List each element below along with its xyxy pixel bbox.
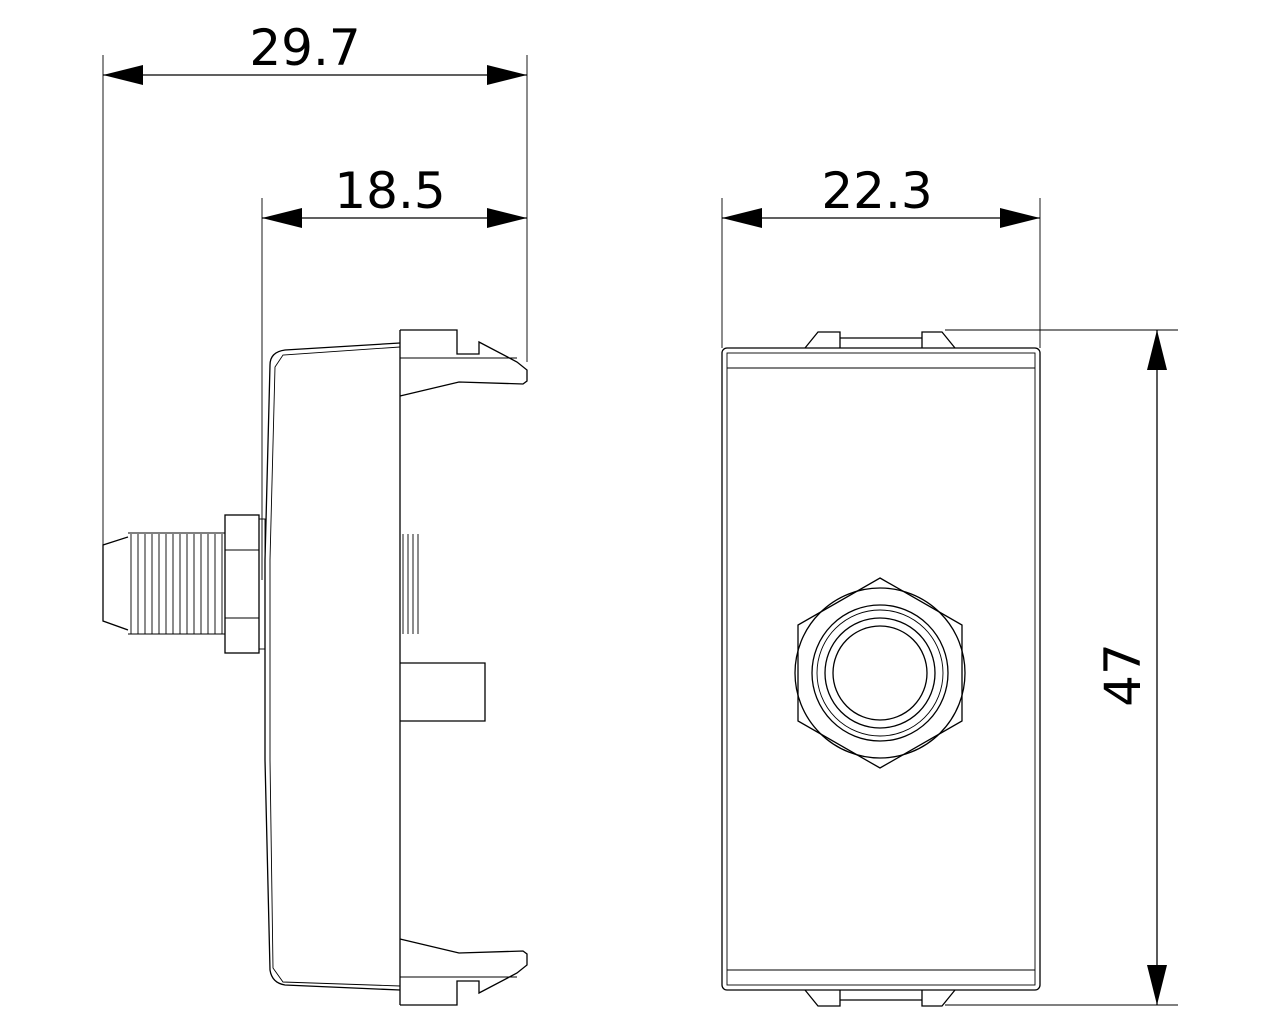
bottom-tab <box>804 989 956 1007</box>
dimension-overall-depth: 29.7 <box>102 19 528 610</box>
rear-block <box>400 662 486 722</box>
hex-nut-side <box>224 514 260 654</box>
dimension-label-47: 47 <box>1094 643 1152 707</box>
dimension-body-depth: 18.5 <box>261 162 527 580</box>
front-view <box>721 331 1041 1007</box>
hex-nut-front <box>797 577 963 769</box>
connector-tip <box>102 536 129 631</box>
top-tab <box>804 331 956 349</box>
dimension-label-29-7: 29.7 <box>249 19 360 77</box>
dimension-width: 22.3 <box>721 162 1041 348</box>
side-view <box>102 329 528 1006</box>
thread-front <box>128 532 225 635</box>
dimension-label-18-5: 18.5 <box>334 162 445 220</box>
dimension-label-22-3: 22.3 <box>821 162 932 220</box>
connector-hole <box>832 625 928 721</box>
dimension-height: 47 <box>945 329 1178 1006</box>
thread-rear <box>402 534 419 634</box>
